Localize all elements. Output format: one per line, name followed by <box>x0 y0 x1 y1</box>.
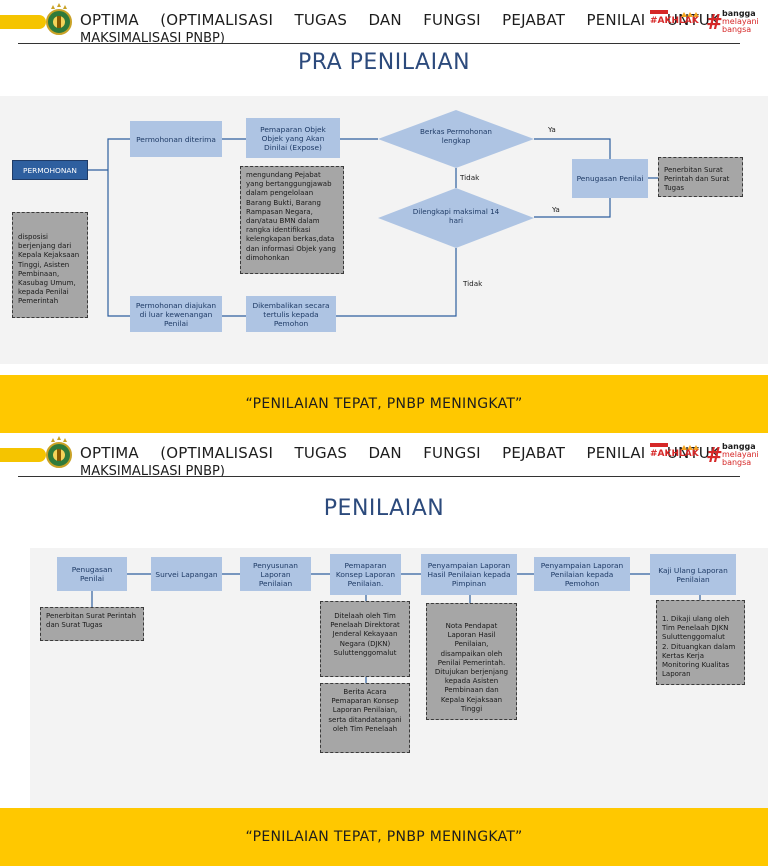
kejaksaan-emblem-icon <box>46 436 72 468</box>
slogan-footer: “PENILAIAN TEPAT, PNBP MENINGKAT” <box>0 375 768 433</box>
step-survei-lapangan: Survei Lapangan <box>151 557 222 591</box>
step-penugasan-penilai: Penugasan Penilai <box>57 557 127 591</box>
step-pemaparan-konsep: Pemaparan Konsep Laporan Penilaian. <box>330 554 401 595</box>
slide-title: PENILAIAN <box>323 496 445 521</box>
slide-penilaian: OPTIMA (OPTIMALISASI TUGAS DAN FUNGSI PE… <box>0 433 768 866</box>
bangga-text: bangga <box>722 442 756 451</box>
label-ya-2: Ya <box>552 205 560 214</box>
note-disposisi: disposisi berjenjang dari Kepala Kejaksa… <box>12 212 88 318</box>
process-connectors <box>91 573 701 683</box>
akhlak-logo: #AKHLAK <box>650 443 706 465</box>
step-penyampaian-pemohon: Penyampaian Laporan Penilaian kepada Pem… <box>534 557 630 591</box>
note-mengundang-pejabat: mengundang Pejabat yang bertanggungjawab… <box>240 166 344 274</box>
node-dikembalikan: Dikembalikan secara tertulis kepada Pemo… <box>246 296 336 332</box>
bangsa-text: bangsa <box>722 458 752 467</box>
note-ditelaah-djkn: Ditelaah oleh Tim Penelaah Direktorat Je… <box>320 601 410 677</box>
bangga-text: bangga <box>722 9 756 18</box>
node-penugasan-penilai: Penugasan Penilai <box>572 159 648 198</box>
node-pemaparan-expose: Pemaparan Objek Objek yang Akan Dinilai … <box>246 118 340 158</box>
node-permohonan-diterima: Permohonan diterima <box>130 121 222 157</box>
header-title: OPTIMA (OPTIMALISASI TUGAS DAN FUNGSI PE… <box>80 11 720 29</box>
label-tidak-1: Tidak <box>460 173 480 182</box>
step-penyusunan-laporan: Penyusunan Laporan Penilaian <box>240 557 311 591</box>
node-permohonan: PERMOHONAN <box>12 160 88 180</box>
note-penerbitan-sprint: Penerbitan Surat Perintah dan Surat Tuga… <box>40 607 144 641</box>
header-accent-bar <box>0 448 46 462</box>
slogan-footer: “PENILAIAN TEPAT, PNBP MENINGKAT” <box>0 808 768 866</box>
decision-diamonds <box>378 110 534 248</box>
kejaksaan-emblem-icon <box>46 3 72 35</box>
header-title-line2: MAKSIMALISASI PNBP) <box>80 464 225 479</box>
note-berita-acara: Berita Acara Pemaparan Konsep Laporan Pe… <box>320 683 410 753</box>
slide-pra-penilaian: OPTIMA (OPTIMALISASI TUGAS DAN FUNGSI PE… <box>0 3 768 433</box>
note-penerbitan-sprint: Penerbitan Surat Perintah dan Surat Tuga… <box>658 157 743 197</box>
header-title: OPTIMA (OPTIMALISASI TUGAS DAN FUNGSI PE… <box>80 444 720 462</box>
slide-title: PRA PENILAIAN <box>297 50 471 75</box>
step-kaji-ulang: Kaji Ulang Laporan Penilaian <box>650 554 736 595</box>
decision-dilengkapi: Dilengkapi maksimal 14 hari <box>412 207 500 225</box>
akhlak-logo-text: #AKHLAK <box>650 449 699 459</box>
header-divider <box>18 43 740 44</box>
bangsa-text: bangsa <box>722 25 752 34</box>
header-title-line2: MAKSIMALISASI PNBP) <box>80 31 225 46</box>
hashtag-icon: # <box>706 10 723 34</box>
note-nota-pendapat: Nota Pendapat Laporan Hasil Penilaian, d… <box>426 603 517 720</box>
step-penyampaian-pimpinan: Penyampaian Laporan Hasil Penilaian kepa… <box>421 554 517 595</box>
header-divider <box>18 476 740 477</box>
flowchart-connectors <box>88 138 658 317</box>
label-ya-1: Ya <box>548 125 556 134</box>
melayani-text: melayani <box>722 450 759 459</box>
label-tidak-2: Tidak <box>463 279 483 288</box>
hashtag-icon: # <box>706 443 723 467</box>
melayani-text: melayani <box>722 17 759 26</box>
note-kaji-ulang: 1. Dikaji ulang oleh Tim Penelaah DJKN S… <box>656 600 745 685</box>
akhlak-logo: #AKHLAK <box>650 10 706 32</box>
node-diajukan-luar-kewenangan: Permohonan diajukan di luar kewenangan P… <box>130 296 222 332</box>
akhlak-logo-text: #AKHLAK <box>650 16 699 26</box>
bangga-melayani-logo: # bangga melayani bangsa <box>706 441 764 469</box>
header-accent-bar <box>0 15 46 29</box>
bangga-melayani-logo: # bangga melayani bangsa <box>706 8 764 36</box>
decision-berkas-lengkap: Berkas Permohonan lengkap <box>420 127 492 145</box>
